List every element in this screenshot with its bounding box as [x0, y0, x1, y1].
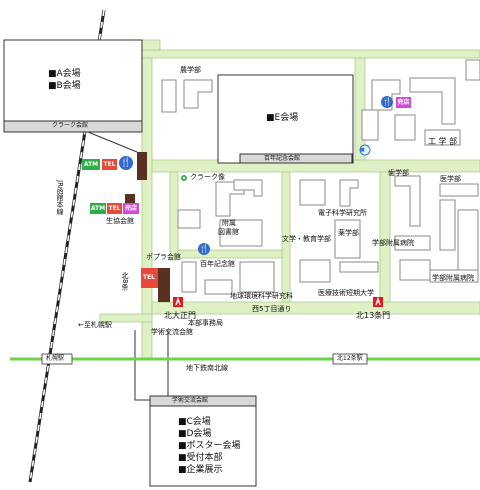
shop-icon: 売店 — [396, 97, 411, 108]
venue-b: ■B会場 — [48, 81, 81, 91]
atm-icon: ATM — [82, 159, 100, 170]
label-jr-line: JR函館本線 — [56, 180, 64, 215]
label-kita8: 北8条 — [121, 272, 129, 291]
label-kita12-station: 北12条駅 — [337, 355, 363, 362]
info-icon: ■ — [360, 147, 365, 153]
restaurant-icon: 🍴 — [119, 156, 133, 170]
label-kita13-gate: 北13条門 — [356, 311, 391, 320]
label-sapporo-station: 札幌駅 — [46, 355, 65, 362]
restaurant-icon: 🍴 — [381, 96, 393, 108]
restaurant-icon: 🍴 — [198, 243, 210, 255]
label-subway: 地下鉄南北線 — [186, 364, 228, 372]
label-academic-exchange: 学術交流会館 — [151, 328, 193, 336]
label-admin: 本部事務局 — [188, 319, 223, 327]
shop-icon: 売店 — [123, 203, 139, 214]
label-coop: 生協会館 — [106, 217, 134, 225]
venue-e: ■E会場 — [266, 113, 299, 123]
label-hospital-right: 学部附属病院 — [432, 274, 474, 282]
centennial-hall-caption: 百年記念会館 — [264, 155, 301, 162]
venue-c: ■C会場 — [178, 417, 211, 427]
label-centennial-hall: 百年記念館 — [200, 260, 235, 268]
label-kita-gate: 北大正門 — [164, 311, 196, 320]
label-engineering: 工 学 部 — [428, 137, 458, 146]
clark-hall-caption: クラーク会館 — [52, 122, 89, 129]
venue-poster: ■ポスター会場 — [178, 441, 241, 451]
label-tech-college: 医療技術短期大学 — [318, 289, 374, 297]
label-pharmacy: 薬学部 — [338, 229, 359, 237]
atm-icon: ATM — [90, 203, 106, 214]
label-sapporo-station-arrow: ←至札幌駅 — [78, 321, 112, 329]
label-env-science: 地球環境科学研究科 — [230, 292, 293, 300]
label-agriculture: 農学部 — [180, 66, 201, 74]
tel-icon: TEL — [142, 272, 156, 283]
label-library-1: 附属 — [222, 219, 236, 227]
label-clark-statue: クラーク像 — [190, 173, 225, 181]
venue-reception: ■受付本部 — [178, 453, 223, 463]
venue-exhibition: ■企業展示 — [178, 465, 223, 475]
tel-icon: TEL — [102, 159, 117, 170]
label-library-2: 図書館 — [218, 228, 239, 236]
tel-icon: TEL — [107, 203, 122, 214]
label-nishi5: 西5丁目通り — [252, 305, 292, 313]
label-hospital: 学部附属病院 — [372, 239, 414, 247]
label-poplar: ポプラ会館 — [146, 253, 181, 261]
exchange-hall-caption: 学術交流会館 — [172, 397, 209, 404]
label-humanities: 文学・教育学部 — [282, 235, 331, 243]
venue-a: ■A会場 — [48, 69, 81, 79]
venue-d: ■D会場 — [178, 429, 212, 439]
label-electronics: 電子科学研究所 — [318, 209, 367, 217]
label-medicine: 医学部 — [440, 175, 461, 183]
label-dentistry: 歯学部 — [388, 169, 409, 177]
